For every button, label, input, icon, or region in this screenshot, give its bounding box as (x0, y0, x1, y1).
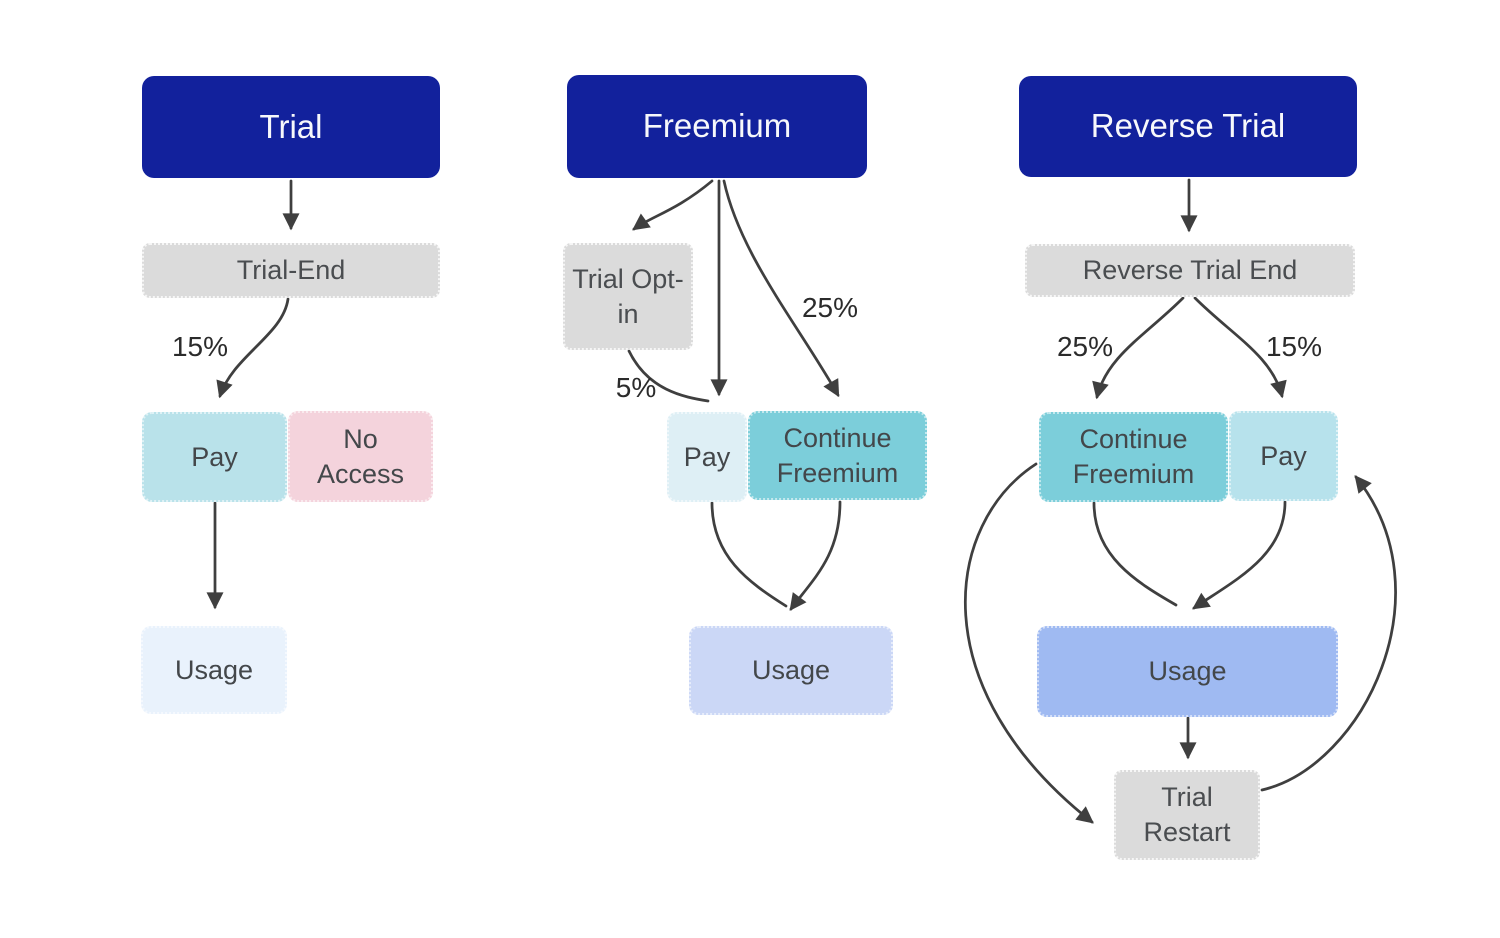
arrow-end-to-pay (1193, 296, 1287, 399)
reverse-trial-restart-node: Trial Restart (1114, 770, 1260, 860)
reverse-continue-percent-label: 25% (1056, 331, 1114, 362)
trial-pay-percent-label: 15% (171, 331, 229, 362)
arrow-continue-loop-to-restart (964, 462, 1094, 824)
arrow-freemium-pay-to-usage (710, 501, 788, 608)
freemium-opt-in-percent-label: 5% (615, 372, 657, 403)
freemium-trial-opt-in-node: Trial Opt-in (563, 243, 693, 350)
reverse-trial-header-node: Reverse Trial (1019, 76, 1357, 177)
trial-usage-node: Usage (141, 626, 287, 714)
freemium-usage-node: Usage (689, 626, 893, 715)
arrow-freemium-to-continue (722, 179, 840, 398)
freemium-pay-node: Pay (667, 412, 747, 502)
freemium-continue-percent-label: 25% (801, 292, 859, 323)
reverse-pay-node: Pay (1229, 411, 1338, 501)
reverse-continue-freemium-node: Continue Freemium (1039, 412, 1228, 502)
reverse-usage-node: Usage (1037, 626, 1338, 717)
freemium-header-node: Freemium (567, 75, 867, 178)
arrow-continue-to-usage-right (1092, 501, 1178, 607)
arrow-trialend-to-pay (216, 297, 290, 399)
freemium-continue-freemium-node: Continue Freemium (748, 411, 927, 500)
trial-pay-node: Pay (142, 412, 287, 502)
arrow-freemium-to-optin (632, 179, 714, 231)
reverse-pay-percent-label: 15% (1265, 331, 1323, 362)
reverse-trial-end-node: Reverse Trial End (1025, 244, 1355, 297)
trial-header-node: Trial (142, 76, 440, 178)
arrow-pay-to-usage-right (1192, 500, 1287, 610)
arrow-continue-to-usage (789, 500, 842, 611)
trial-end-node: Trial-End (142, 243, 440, 298)
arrow-restart-loop-to-pay (1260, 475, 1397, 792)
arrow-optin-to-pay (627, 349, 710, 403)
arrow-end-to-continue (1092, 296, 1185, 400)
trial-no-access-node: No Access (288, 411, 433, 502)
